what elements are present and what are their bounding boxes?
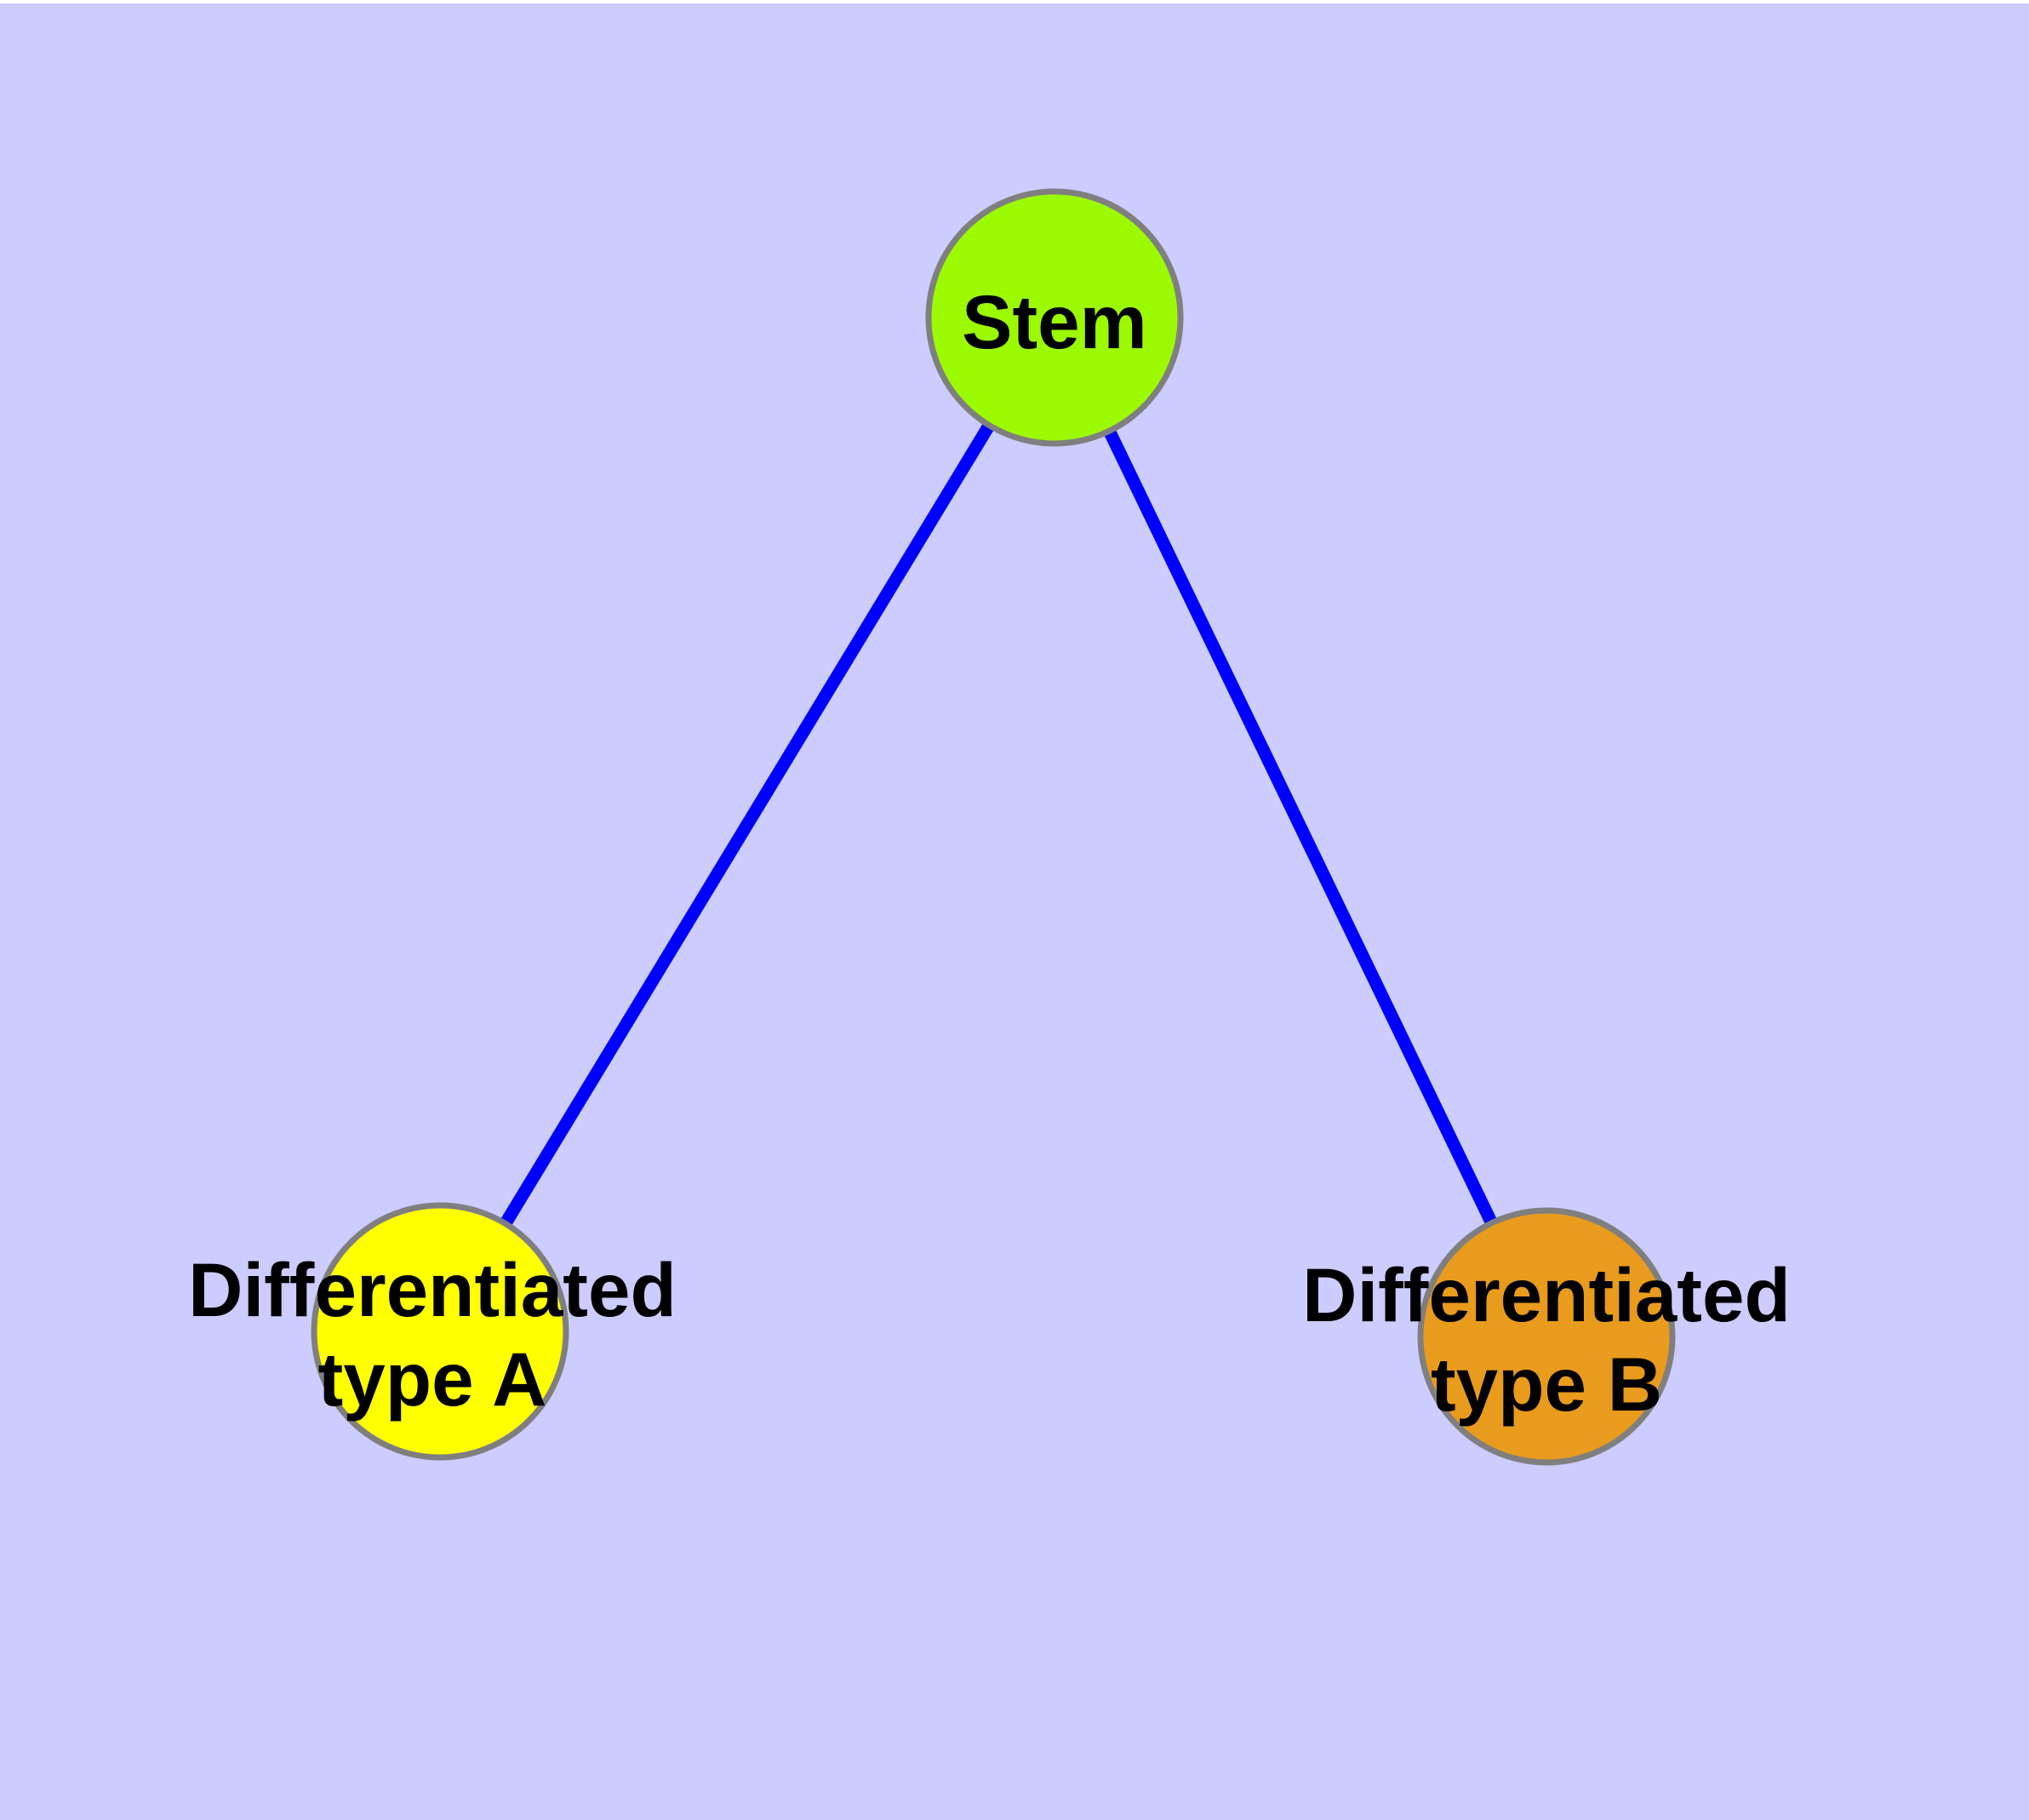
edge-stem-to-type-a xyxy=(434,314,1060,1335)
node-type-b-label-line2: type B xyxy=(1431,1342,1662,1427)
node-type-a-label-line1: Differentiated xyxy=(188,1247,677,1332)
edge-stem-to-type-b xyxy=(1049,314,1552,1340)
node-stem xyxy=(925,188,1184,447)
node-differentiated-type-a xyxy=(311,1202,569,1461)
node-type-a-label-line2: type A xyxy=(318,1336,547,1422)
node-type-b-label-line1: Differentiated xyxy=(1302,1252,1791,1337)
node-differentiated-type-b xyxy=(1417,1207,1676,1466)
node-stem-label: Stem xyxy=(962,279,1147,364)
